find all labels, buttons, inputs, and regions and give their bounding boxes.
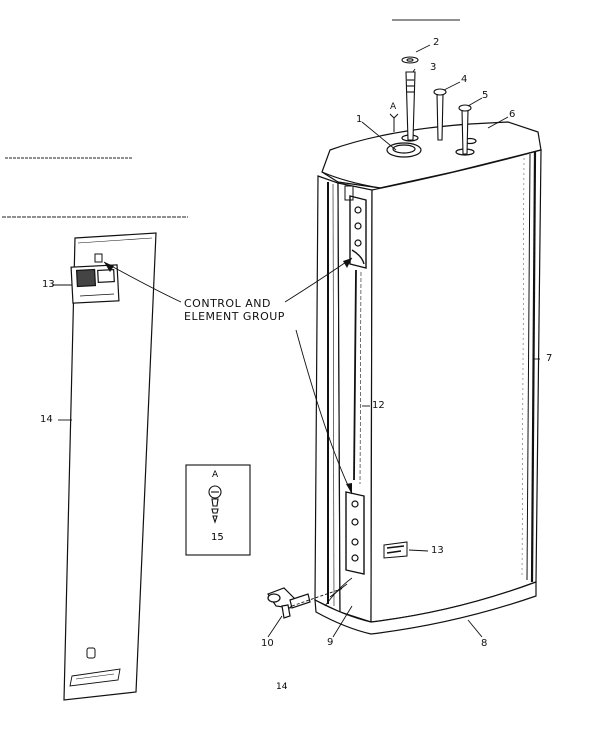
callout-13-tank: 13 xyxy=(431,545,444,556)
callout-7: 7 xyxy=(546,353,553,364)
callout-leader-lines xyxy=(52,44,540,638)
anode-rod-fitting xyxy=(433,88,447,141)
group-label-line1: CONTROL AND xyxy=(184,297,271,310)
fitting-a-letter: A xyxy=(390,102,397,112)
rating-label-plate xyxy=(383,541,408,559)
group-label-line2: ELEMENT GROUP xyxy=(184,310,285,323)
screw-kit-number: 15 xyxy=(211,532,224,543)
callout-12: 12 xyxy=(372,400,385,411)
lower-control-element-group xyxy=(345,491,365,575)
control-element-group-label: CONTROL AND ELEMENT GROUP xyxy=(184,297,285,323)
callout-10: 10 xyxy=(261,638,274,649)
drain-valve xyxy=(267,587,311,619)
tank-jacket xyxy=(314,149,542,635)
scan-artifact-lines xyxy=(2,19,460,218)
screw-kit-box xyxy=(185,464,251,556)
screw-kit-letter: A xyxy=(212,470,219,480)
callout-3: 3 xyxy=(430,62,437,73)
page-number: 14 xyxy=(276,682,288,692)
outlet-nipple-fitting xyxy=(458,104,472,155)
upper-control-element-group xyxy=(344,185,367,485)
callout-8: 8 xyxy=(481,638,488,649)
dip-tube-fitting xyxy=(401,56,419,141)
callout-14: 14 xyxy=(40,414,53,425)
callout-9: 9 xyxy=(327,637,334,648)
callout-5: 5 xyxy=(482,90,489,101)
callout-4: 4 xyxy=(461,74,468,85)
callout-6: 6 xyxy=(509,109,516,120)
access-panel xyxy=(63,232,157,701)
callout-13-panel: 13 xyxy=(42,279,55,290)
fitting-a-indicator xyxy=(389,113,399,132)
callout-2: 2 xyxy=(433,37,440,48)
callout-1: 1 xyxy=(356,114,363,125)
leader-arrowheads xyxy=(104,258,352,494)
